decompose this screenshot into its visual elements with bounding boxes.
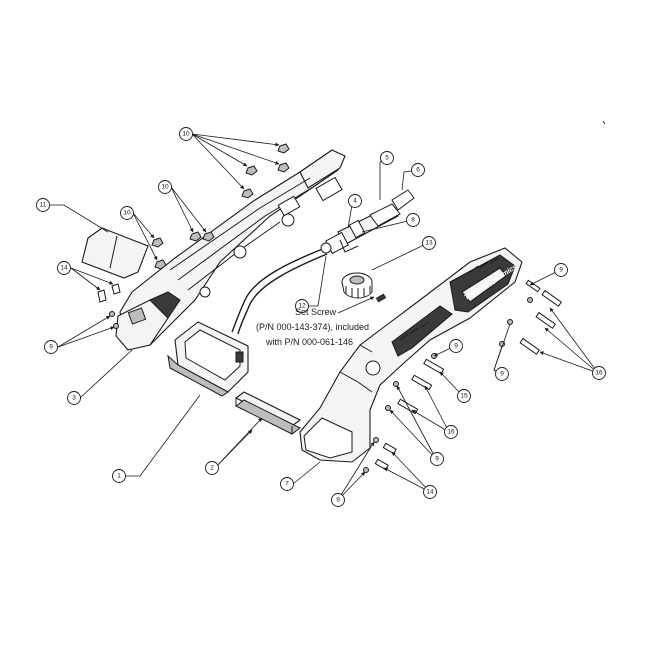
svg-text:10: 10	[161, 184, 169, 191]
svg-text:16: 16	[447, 429, 455, 436]
callout-4: 4	[348, 194, 362, 208]
callout-5: 5	[380, 151, 394, 165]
svg-text:9: 9	[559, 267, 563, 274]
callout-14-right: 14	[423, 485, 437, 499]
svg-text:11: 11	[40, 202, 47, 209]
callout-6: 6	[411, 163, 425, 177]
svg-text:2: 2	[210, 465, 214, 472]
svg-text:9: 9	[454, 343, 458, 350]
note-line-3: with P/N 000-061-146	[265, 337, 353, 347]
note-line-1: Set Screw	[295, 307, 337, 317]
svg-text:10: 10	[123, 210, 131, 217]
svg-text:9: 9	[500, 371, 504, 378]
callout-16-mid: 16	[444, 425, 458, 439]
cover-plate	[81, 227, 149, 279]
callout-3: 3	[67, 391, 81, 405]
svg-text:13: 13	[425, 240, 433, 247]
svg-text:10: 10	[182, 131, 190, 138]
callout-9-bottom: 9	[331, 493, 345, 507]
left-handle-shell	[115, 149, 346, 351]
fasteners	[97, 143, 563, 473]
torch-cable	[231, 247, 328, 335]
corner-mark	[602, 120, 606, 125]
svg-text:5: 5	[385, 155, 389, 162]
adjust-knob	[341, 272, 373, 299]
svg-text:15: 15	[460, 393, 468, 400]
note-line-2: (P/N 000-143-374), included	[256, 322, 369, 332]
torch-body	[320, 189, 415, 255]
callout-14-left: 14	[57, 261, 71, 275]
callout-7: 7	[280, 477, 294, 491]
svg-text:9: 9	[49, 344, 53, 351]
callout-11: 11	[36, 198, 50, 212]
svg-text:8: 8	[411, 217, 415, 224]
set-screw-note: Set Screw (P/N 000-143-374), included wi…	[256, 307, 369, 347]
svg-text:14: 14	[426, 489, 434, 496]
callout-8: 8	[406, 213, 420, 227]
svg-text:4: 4	[353, 198, 357, 205]
svg-text:12: 12	[298, 303, 306, 310]
right-handle-shell: ThermalDynamics	[299, 247, 523, 463]
callout-2: 2	[205, 461, 219, 475]
svg-text:7: 7	[285, 481, 289, 488]
svg-text:6: 6	[416, 167, 420, 174]
callout-10-mid: 10	[158, 180, 172, 194]
callout-16-right: 16	[592, 366, 606, 380]
callout-13: 13	[422, 236, 436, 250]
svg-text:3: 3	[72, 395, 76, 402]
callout-1: 1	[112, 469, 126, 483]
callout-9-left: 9	[44, 340, 58, 354]
callout-9-right-top: 9	[554, 263, 568, 277]
svg-text:9: 9	[435, 456, 439, 463]
svg-text:14: 14	[60, 265, 68, 272]
svg-text:1: 1	[117, 473, 121, 480]
callout-9-near-handle: 9	[449, 339, 463, 353]
trigger-switch	[167, 321, 249, 397]
callout-9-right-mid: 9	[495, 367, 509, 381]
callout-10-low: 10	[120, 206, 134, 220]
svg-text:9: 9	[336, 497, 340, 504]
callout-12: 12	[295, 299, 309, 313]
callout-10-top: 10	[179, 127, 193, 141]
callout-15: 15	[457, 389, 471, 403]
svg-text:16: 16	[595, 370, 603, 377]
switch-strip	[234, 391, 302, 435]
callout-9-lower-right: 9	[430, 452, 444, 466]
set-screw	[375, 293, 387, 303]
